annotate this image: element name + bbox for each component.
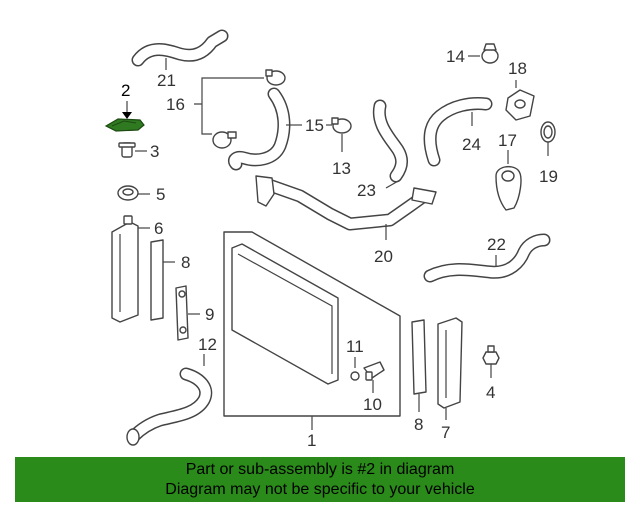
banner-line-disclaimer: Diagram may not be specific to your vehi… — [165, 481, 475, 498]
part-4-fitting[interactable] — [482, 345, 500, 365]
callout-9: 9 — [205, 305, 214, 324]
callout-3: 3 — [150, 142, 159, 161]
callout-8-right: 8 — [414, 415, 423, 434]
part-8-seal-left[interactable] — [150, 239, 164, 321]
callout-18: 18 — [508, 59, 527, 78]
leader-16 — [194, 77, 264, 135]
part-17-thermostat[interactable] — [495, 165, 522, 211]
callout-10: 10 — [363, 395, 382, 414]
callout-5: 5 — [156, 185, 165, 204]
callout-1: 1 — [307, 431, 316, 450]
part-16-clamp-bottom[interactable] — [212, 131, 237, 149]
callout-12: 12 — [198, 335, 217, 354]
callout-22: 22 — [487, 235, 506, 254]
callout-4: 4 — [486, 383, 495, 402]
part-12-lower-hose[interactable] — [126, 367, 213, 446]
callout-8-left: 8 — [181, 253, 190, 272]
callout-20: 20 — [374, 247, 393, 266]
part-2-bracket[interactable] — [104, 118, 145, 132]
banner-line-part: Part or sub-assembly is #2 in diagram — [185, 461, 455, 478]
part-19-gasket[interactable] — [540, 121, 556, 143]
part-15-hose[interactable] — [228, 87, 291, 171]
part-22-hose[interactable] — [423, 233, 551, 283]
part-7-radiator-tank[interactable] — [437, 317, 463, 409]
leader-23 — [385, 179, 401, 189]
part-18-housing[interactable] — [505, 89, 535, 121]
callout-17: 17 — [498, 131, 517, 150]
part-10-drain-valve[interactable] — [363, 361, 385, 381]
callout-21: 21 — [157, 71, 176, 90]
callout-15: 15 — [305, 116, 324, 135]
part-14-clamp[interactable] — [481, 43, 499, 64]
info-banner: Part or sub-assembly is #2 in diagram Di… — [15, 457, 625, 502]
callout-11: 11 — [346, 337, 364, 356]
part-11-bolt[interactable] — [350, 371, 360, 381]
part-21-hose[interactable] — [131, 29, 229, 67]
part-6-radiator-tank[interactable] — [111, 215, 139, 323]
callout-14: 14 — [446, 47, 465, 66]
callout-24: 24 — [462, 135, 481, 154]
part-2-arrowhead — [122, 112, 132, 119]
part-9-bracket[interactable] — [175, 285, 189, 341]
callout-6: 6 — [154, 219, 163, 238]
callout-2: 2 — [121, 81, 130, 100]
part-20-pipe[interactable] — [255, 175, 437, 231]
callout-19: 19 — [539, 167, 558, 186]
part-24-hose[interactable] — [423, 97, 493, 167]
callout-7: 7 — [441, 423, 450, 442]
part-23-hose[interactable] — [372, 99, 409, 183]
part-5-cap[interactable] — [117, 185, 139, 201]
part-13-clamp[interactable] — [331, 117, 352, 134]
part-1-radiator[interactable] — [223, 231, 401, 417]
callout-13: 13 — [332, 159, 351, 178]
callout-23: 23 — [357, 181, 376, 200]
callout-16: 16 — [166, 95, 185, 114]
part-16-clamp-top[interactable] — [265, 69, 286, 86]
part-8-seal-right[interactable] — [411, 319, 427, 395]
part-3-plug[interactable] — [118, 142, 136, 158]
